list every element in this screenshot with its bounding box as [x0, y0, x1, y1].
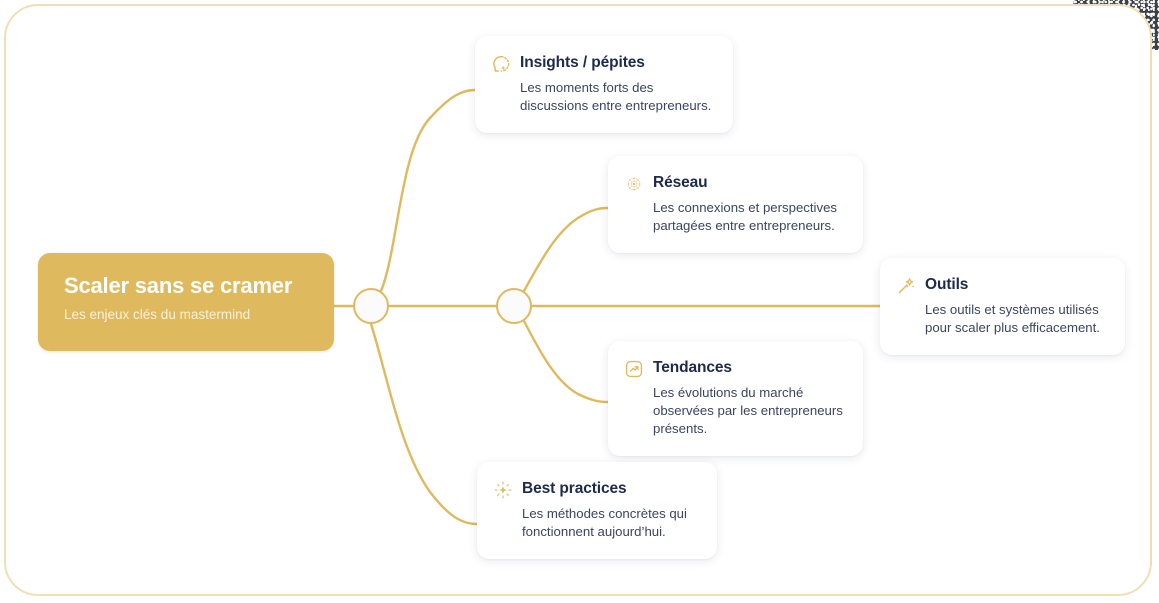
hub-node-1[interactable] [353, 288, 389, 324]
card-description: Les outils et systèmes utilisés pour sca… [925, 302, 1100, 335]
branch-card-outils[interactable]: Outils Les outils et systèmes utilisés p… [880, 258, 1125, 355]
trending-up-icon [625, 360, 643, 378]
root-title: Scaler sans se cramer [64, 273, 293, 298]
card-title: Best practices [522, 480, 627, 497]
card-description: Les moments forts des discussions entre … [520, 80, 712, 113]
branch-card-best-practices[interactable]: Best practices Les méthodes concrètes qu… [477, 462, 717, 559]
magic-wand-icon [898, 278, 914, 294]
card-description: Les évolutions du marché observées par l… [653, 385, 843, 436]
branch-card-reseau[interactable]: Réseau Les connexions et perspectives pa… [608, 156, 863, 253]
branch-card-tendances[interactable]: Tendances Les évolutions du marché obser… [608, 341, 863, 456]
sparkle-star-icon [494, 481, 512, 499]
card-description: Les connexions et perspectives partagées… [653, 200, 838, 233]
card-description: Les méthodes concrètes qui fonctionnent … [522, 506, 687, 539]
card-title: Outils [925, 276, 969, 293]
root-subtitle: Les enjeux clés du mastermind [64, 307, 251, 323]
root-node[interactable]: Scaler sans se cramer Les enjeux clés du… [38, 253, 334, 351]
card-title: Réseau [653, 174, 708, 191]
hub-node-2[interactable] [496, 288, 532, 324]
branch-card-insights[interactable]: Insights / pépites Les moments forts des… [475, 36, 733, 133]
card-title: Insights / pépites [520, 54, 645, 71]
card-title: Tendances [653, 359, 732, 376]
network-burst-icon [627, 177, 641, 191]
sparkle-bubble-icon [493, 55, 510, 72]
